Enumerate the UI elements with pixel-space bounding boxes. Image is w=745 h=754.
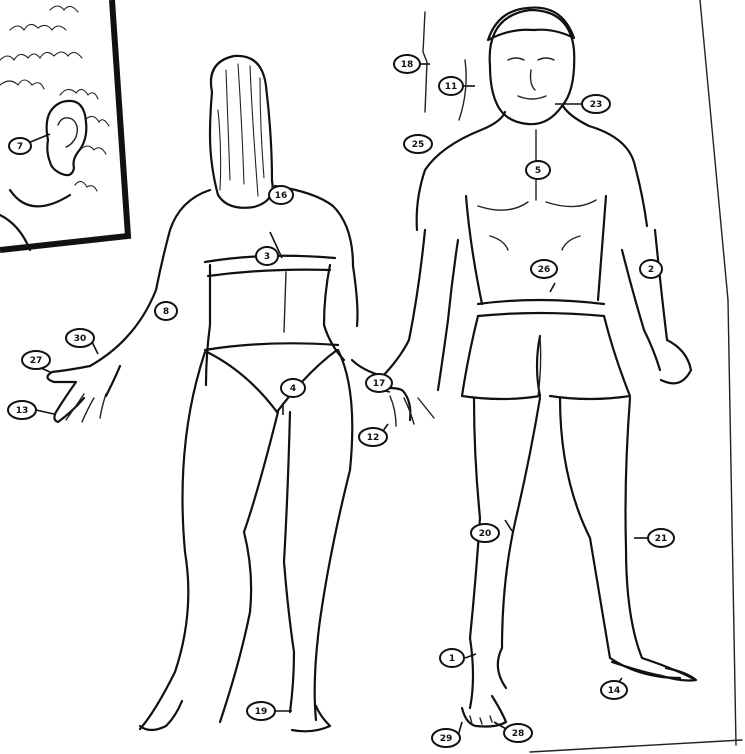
marker-21-label: 21 — [655, 534, 668, 544]
marker-3-label: 3 — [264, 252, 270, 262]
marker-16: 16 — [269, 186, 293, 204]
woman-figure — [47, 56, 434, 731]
marker-29: 29 — [432, 729, 460, 747]
marker-20-label: 20 — [479, 529, 492, 539]
marker-12: 12 — [359, 428, 387, 446]
marker-20: 20 — [471, 524, 499, 542]
marker-16-label: 16 — [275, 191, 288, 201]
marker-18-label: 18 — [401, 60, 414, 70]
marker-7: 7 — [9, 138, 31, 154]
marker-23: 23 — [582, 95, 610, 113]
marker-4: 4 — [281, 379, 305, 397]
marker-30: 30 — [66, 329, 94, 347]
marker-2-label: 2 — [648, 265, 654, 275]
marker-18: 18 — [394, 55, 420, 73]
marker-8-label: 8 — [163, 307, 169, 317]
marker-17: 17 — [366, 374, 392, 392]
marker-14-label: 14 — [608, 686, 621, 696]
marker-2: 2 — [640, 260, 662, 278]
marker-19: 19 — [247, 702, 275, 720]
marker-26: 26 — [531, 260, 557, 278]
side-lines — [423, 12, 466, 120]
marker-27: 27 — [22, 351, 50, 369]
marker-1-label: 1 — [449, 654, 455, 664]
marker-5: 5 — [526, 161, 550, 179]
marker-23-label: 23 — [590, 100, 603, 110]
marker-11: 11 — [439, 77, 463, 95]
marker-26-label: 26 — [538, 265, 551, 275]
marker-27-label: 27 — [30, 356, 43, 366]
marker-1: 1 — [440, 649, 464, 667]
marker-29-label: 29 — [440, 734, 453, 744]
ear-inset — [0, 0, 128, 250]
marker-21: 21 — [648, 529, 674, 547]
marker-25-label: 25 — [412, 140, 425, 150]
marker-28: 28 — [504, 724, 532, 742]
marker-14: 14 — [601, 681, 627, 699]
marker-11-label: 11 — [445, 82, 458, 92]
marker-13: 13 — [8, 401, 36, 419]
marker-3: 3 — [256, 247, 278, 265]
marker-25: 25 — [404, 135, 432, 153]
marker-19-label: 19 — [255, 707, 268, 717]
marker-13-label: 13 — [16, 406, 29, 416]
marker-7-label: 7 — [17, 142, 23, 152]
marker-5-label: 5 — [535, 166, 541, 176]
marker-17-label: 17 — [373, 379, 386, 389]
marker-4-label: 4 — [290, 384, 296, 394]
marker-8: 8 — [155, 302, 177, 320]
man-figure — [379, 8, 696, 727]
marker-30-label: 30 — [74, 334, 87, 344]
marker-12-label: 12 — [367, 433, 380, 443]
marker-28-label: 28 — [512, 729, 525, 739]
